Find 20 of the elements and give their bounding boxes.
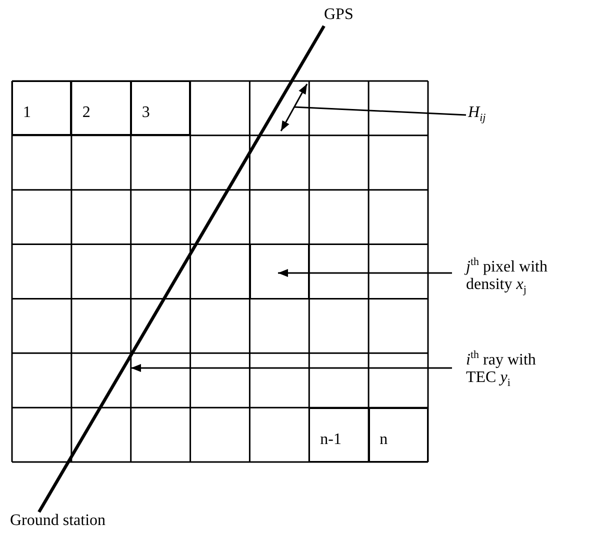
- arrow: [131, 364, 452, 372]
- arrow: [278, 269, 452, 277]
- station-label: Ground station: [10, 512, 130, 534]
- grid-cell: [368, 408, 428, 462]
- leader-line: [294, 106, 466, 116]
- cell-number: 1: [23, 104, 31, 122]
- grid-cell: [12, 81, 72, 136]
- satellite-label: GPS: [324, 6, 374, 28]
- signal-ray: [38, 25, 326, 513]
- grid-cell: [130, 81, 190, 136]
- grid-cell: [309, 408, 369, 462]
- ray-label: i$^{th}$ ray with TEC y$_{i}$: [466, 349, 558, 397]
- grid-cell: [250, 244, 310, 299]
- grid-cell: [71, 81, 131, 136]
- pixel-label: j$^{th}$ pixel with density x$_{j}$: [466, 256, 591, 304]
- cell-number: n-1: [320, 430, 342, 449]
- cell-number: n: [380, 430, 388, 449]
- cell-number: 3: [142, 104, 150, 122]
- height-label: H$_{ij}$: [468, 104, 508, 130]
- cell-number: 2: [82, 104, 90, 122]
